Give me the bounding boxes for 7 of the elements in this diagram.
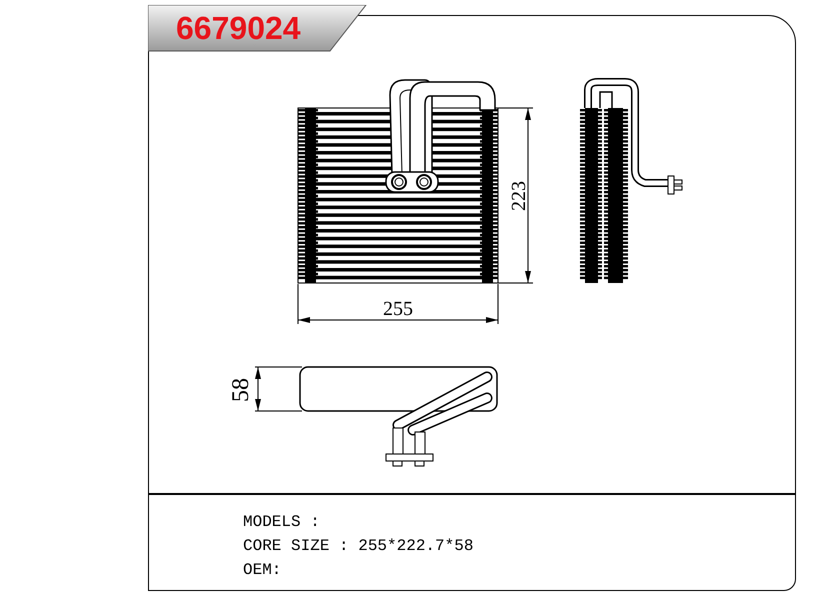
spec-text: CORE SIZE : 255*222.7*58	[243, 536, 474, 557]
dimension-label: 223	[508, 180, 530, 213]
spec-text: MODELS :	[243, 512, 321, 533]
dimension-label: 255	[382, 298, 414, 320]
spec-text: OEM:	[243, 560, 282, 581]
dimension-label: 58	[229, 377, 253, 404]
part-number-title: 6679024	[176, 9, 301, 47]
